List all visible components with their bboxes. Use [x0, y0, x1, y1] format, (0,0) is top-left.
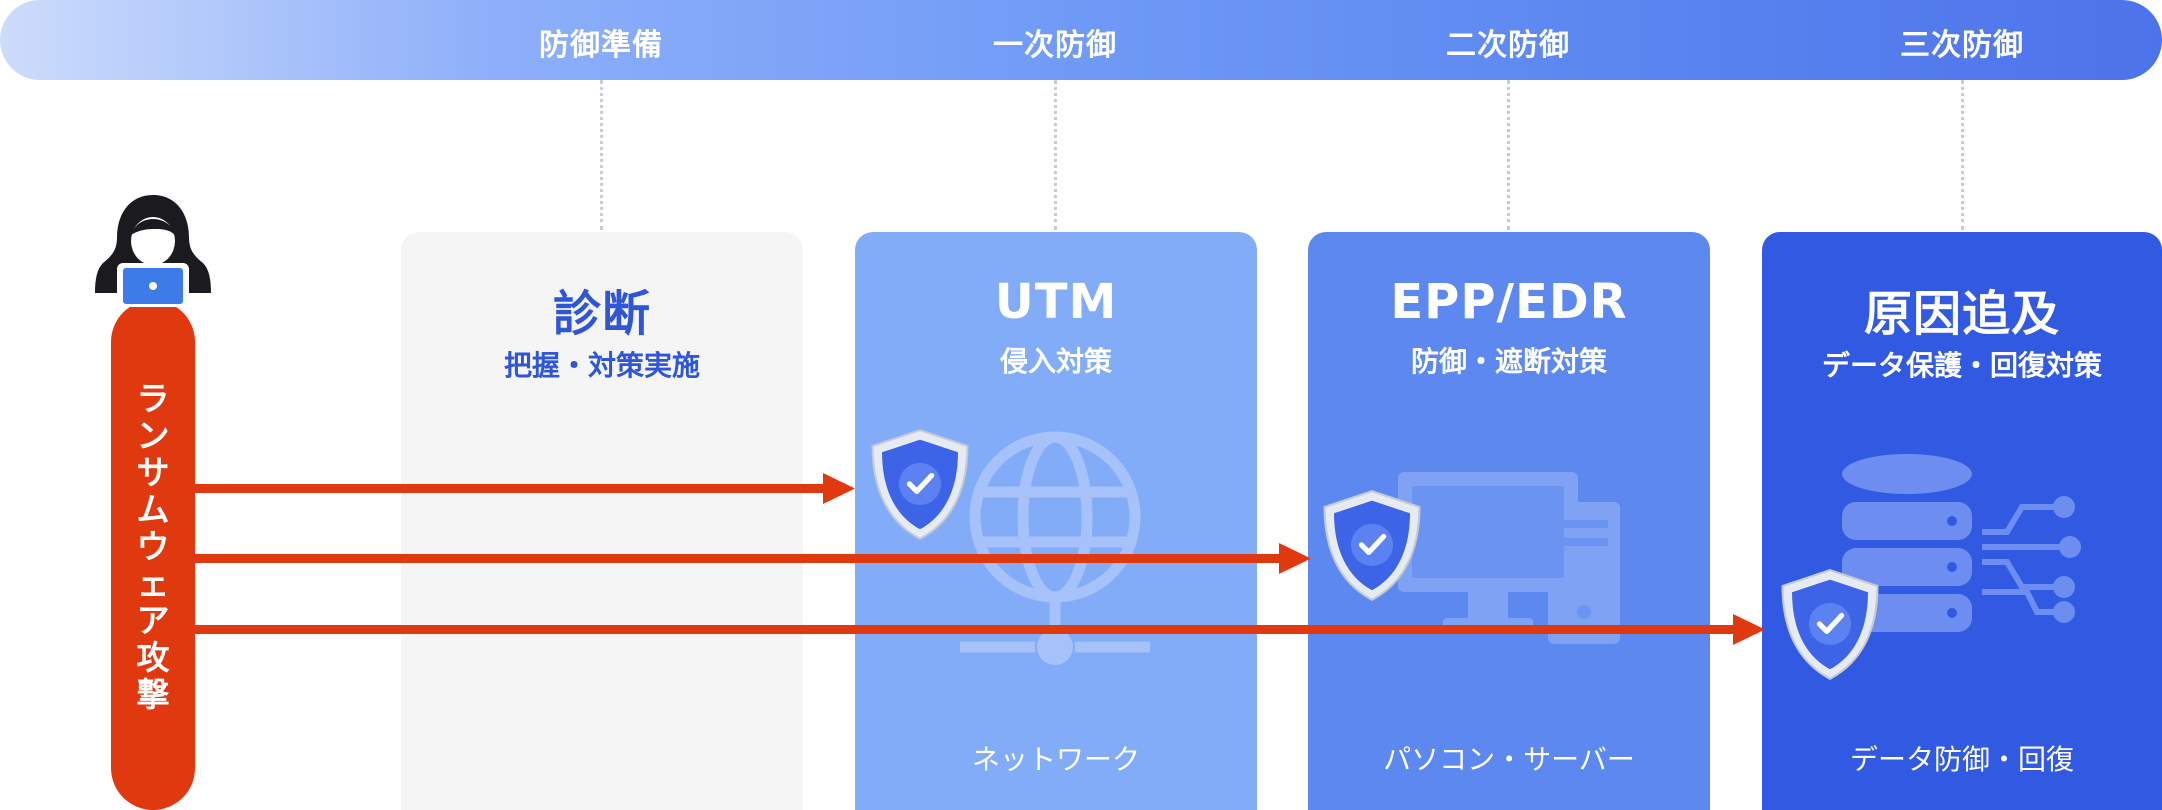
panel-subtitle: 防御・遮断対策 [1410, 345, 1607, 378]
panel-subtitle: 侵入対策 [999, 345, 1112, 378]
desktop-pc-icon [1398, 472, 1620, 644]
panel-subtitle: 把握・対策実施 [503, 349, 700, 382]
ransomware-attack-bar: ラ ン サ ム ウ ェ ア 攻 撃 [111, 300, 195, 810]
phase-label-third: 三次防御 [1900, 28, 2024, 63]
attack-arrow-line [195, 625, 1735, 634]
attack-arrow-head [823, 473, 855, 504]
panel-title: EPP/EDR [1390, 274, 1628, 330]
attack-label-char: ウ [136, 527, 170, 566]
attack-arrow-head [1733, 614, 1765, 645]
panel-utm: UTM 侵入対策 ネットワーク [855, 232, 1257, 810]
hacker-laptop-icon [95, 195, 211, 307]
attack-label-char: ラ [136, 379, 170, 418]
attack-label-char: ェ [136, 564, 170, 603]
attack-label-char: ン [136, 416, 170, 455]
dotted-connector [1054, 80, 1057, 230]
panel-root-cause: 原因追及 データ保護・回復対策 データ防御・回復 [1762, 232, 2162, 810]
dotted-connector [1507, 80, 1510, 230]
attack-label-char: 攻 [136, 638, 170, 677]
attack-arrow-line [195, 554, 1281, 563]
panel-title: 原因追及 [1863, 286, 2060, 342]
shield-check-icon [1323, 490, 1421, 601]
phase-label-second: 二次防御 [1446, 28, 1570, 63]
panel-subtitle: データ保護・回復対策 [1821, 349, 2102, 382]
phase-label-first: 一次防御 [993, 28, 1117, 63]
attack-label-char: ム [136, 490, 170, 529]
globe-network-icon [960, 431, 1150, 665]
database-icon [1842, 454, 2081, 632]
attack-arrow-head [1279, 543, 1311, 574]
dotted-connector [1961, 80, 1964, 230]
shield-check-icon [871, 429, 969, 540]
attack-label: ラ ン サ ム ウ ェ ア 攻 撃 [111, 380, 195, 713]
attack-arrow-line [195, 484, 825, 493]
attack-label-char: サ [136, 453, 170, 492]
panel-footer: パソコン・サーバー [1383, 743, 1635, 776]
phase-bar [0, 0, 2162, 80]
panel-diagnosis: 診断 把握・対策実施 [401, 232, 803, 810]
shield-check-icon [1781, 569, 1879, 680]
panel-title: UTM [994, 274, 1118, 330]
dotted-connector [600, 80, 603, 230]
panel-footer: ネットワーク [971, 743, 1140, 776]
phase-label-prep: 防御準備 [539, 28, 663, 63]
panel-title: 診断 [552, 286, 651, 342]
attack-label-char: ア [136, 601, 170, 640]
attack-label-char: 撃 [136, 675, 170, 714]
panel-footer: データ防御・回復 [1849, 743, 2074, 776]
